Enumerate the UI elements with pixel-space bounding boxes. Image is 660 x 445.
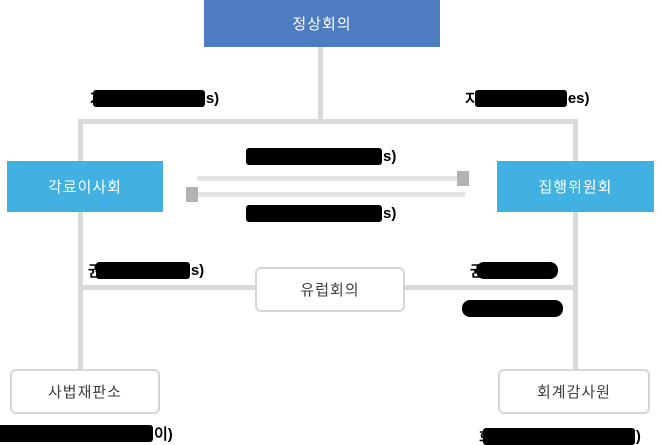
- label-mid-left-suffix: s): [190, 262, 205, 279]
- redaction-bar: [475, 262, 558, 279]
- node-summit: 정상회의: [204, 0, 440, 47]
- node-executive-committee-label: 집행위원회: [538, 179, 613, 196]
- label-arrow-top-redacted: s): [246, 147, 396, 166]
- redaction-bar: [482, 428, 635, 445]
- redaction-bar: [462, 300, 563, 317]
- label-top-left-redacted: 지 s): [90, 89, 219, 108]
- label-bottom-right-redacted: 회 ): [479, 427, 641, 445]
- label-bottom-left-redacted: 이): [0, 424, 173, 443]
- redaction-bar: [246, 205, 382, 222]
- label-top-right-suffix: es): [567, 90, 590, 107]
- connector-right-vertical-lower: [573, 212, 578, 369]
- label-arrow-bottom-suffix: s): [383, 205, 397, 222]
- redaction-bar: [0, 425, 153, 442]
- connector-left-vertical-lower: [78, 212, 83, 369]
- label-mid-right-redacted: 권: [470, 261, 558, 280]
- label-bottom-right-suffix: ): [635, 428, 641, 445]
- node-summit-label: 정상회의: [292, 16, 352, 33]
- arrow-left-icon: [186, 187, 198, 202]
- connector-right-drop: [573, 119, 578, 161]
- arrow-left-bar: [198, 192, 465, 197]
- label-top-left-suffix: s): [205, 90, 220, 107]
- node-european-council: 유럽회의: [255, 267, 405, 312]
- label-mid-left-redacted: 권 s): [88, 261, 204, 280]
- redaction-bar: [474, 90, 567, 107]
- label-bottom-left-suffix: 이): [154, 426, 173, 443]
- node-court-of-auditors-label: 회계감사원: [536, 384, 611, 401]
- connector-middle-horizontal-left: [78, 285, 255, 290]
- node-ministers-council: 각료이사회: [7, 161, 163, 212]
- node-executive-committee: 집행위원회: [497, 161, 654, 212]
- connector-summit-vertical: [318, 47, 323, 119]
- node-court-of-justice: 사법재판소: [10, 369, 160, 414]
- connector-middle-horizontal-right: [405, 285, 578, 290]
- label-arrow-top-suffix: s): [383, 148, 397, 165]
- redaction-bar: [95, 262, 190, 279]
- redaction-bar: [246, 148, 382, 165]
- label-top-right-redacted: 지 es): [465, 89, 590, 108]
- node-european-council-label: 유럽회의: [300, 282, 360, 299]
- node-court-of-auditors: 회계감사원: [498, 369, 650, 414]
- connector-top-horizontal: [78, 119, 578, 124]
- node-court-of-justice-label: 사법재판소: [47, 384, 122, 401]
- label-arrow-bottom-redacted: s): [246, 204, 396, 223]
- redaction-bar: [92, 90, 205, 107]
- arrow-right-icon: [457, 171, 469, 186]
- arrow-right-bar: [197, 176, 458, 181]
- node-ministers-council-label: 각료이사회: [47, 179, 122, 196]
- connector-left-drop: [78, 119, 83, 161]
